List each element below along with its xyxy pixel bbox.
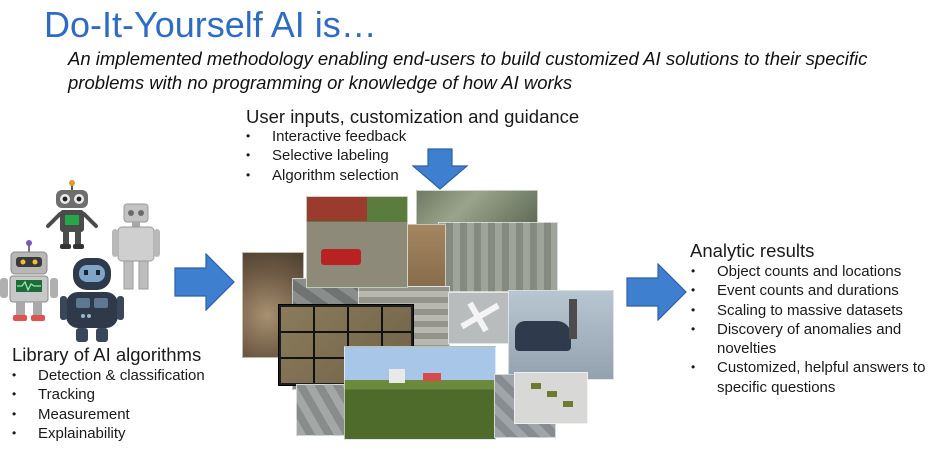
- analytic-item: Discovery of anomalies and novelties: [689, 320, 917, 359]
- library-heading: Library of AI algorithms: [12, 344, 202, 365]
- analytic-item: Customized, helpful answers to specific …: [689, 358, 927, 397]
- robot-icon: [46, 180, 98, 249]
- arrow-down-icon: [411, 148, 469, 190]
- aerial-image: [448, 292, 512, 344]
- arrow-right-icon: [626, 263, 687, 321]
- library-item: Detection & classification: [10, 366, 205, 386]
- user-inputs-item: Selective labeling: [244, 146, 406, 166]
- user-inputs-list: Interactive feedback Selective labeling …: [244, 127, 406, 185]
- robot-icon: [60, 258, 124, 342]
- analytic-list: Object counts and locations Event counts…: [689, 262, 933, 397]
- user-inputs-item: Interactive feedback: [244, 127, 406, 147]
- user-inputs-heading: User inputs, customization and guidance: [246, 106, 580, 127]
- robot-icon: [0, 240, 58, 321]
- scene-image: [508, 290, 614, 380]
- aerial-image: [514, 372, 588, 424]
- aerial-image: [438, 222, 558, 292]
- arrow-right-icon: [174, 253, 235, 311]
- library-item: Tracking: [10, 385, 205, 405]
- scene-image: [306, 196, 408, 288]
- landscape-image: [344, 346, 496, 440]
- library-item: Explainability: [10, 424, 205, 444]
- library-item: Measurement: [10, 405, 205, 425]
- aerial-image: [416, 190, 538, 226]
- analytic-heading: Analytic results: [690, 240, 815, 261]
- robot-icon: [112, 203, 160, 290]
- analytic-item: Event counts and durations: [689, 281, 933, 301]
- page-subtitle: An implemented methodology enabling end-…: [68, 48, 868, 93]
- analytic-item: Object counts and locations: [689, 262, 933, 282]
- library-list: Detection & classification Tracking Meas…: [10, 366, 205, 443]
- analytic-item: Scaling to massive datasets: [689, 301, 933, 321]
- user-inputs-item: Algorithm selection: [244, 166, 406, 186]
- page-title: Do-It-Yourself AI is…: [44, 4, 377, 45]
